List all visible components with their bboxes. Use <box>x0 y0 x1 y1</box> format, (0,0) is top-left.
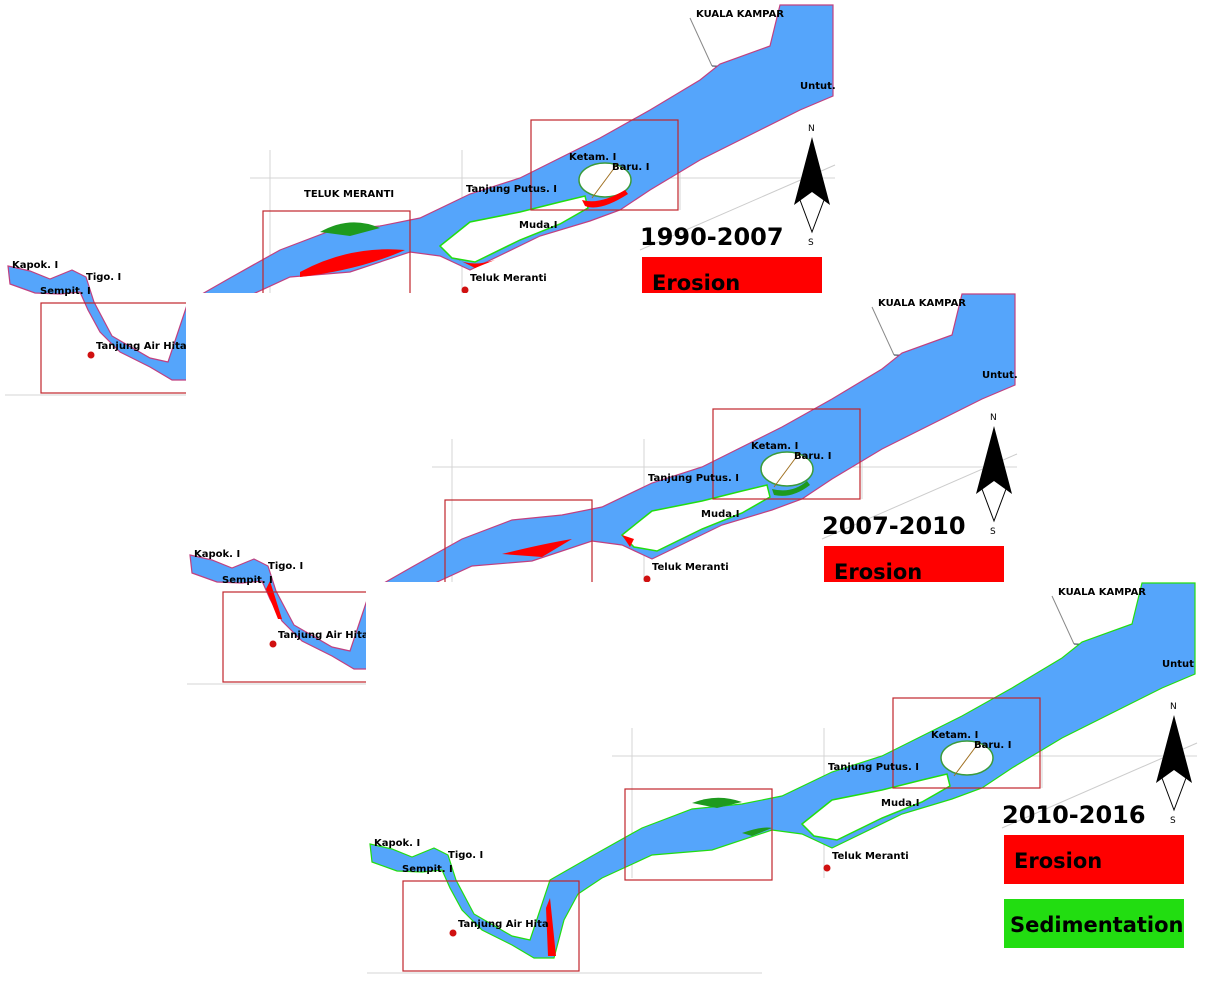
place-label-teluk-meranti-town: Teluk Meranti <box>652 562 729 573</box>
legend-sedimentation-swatch <box>1004 899 1184 948</box>
boundary-line <box>689 17 713 67</box>
island-channel-line <box>773 451 801 488</box>
place-label-tigo: Tigo. I <box>86 272 121 283</box>
boundary-line <box>871 306 895 356</box>
river-channel <box>7 4 834 381</box>
place-label-teluk-meranti-region: TELUK MERANTI <box>304 189 394 200</box>
place-label-teluk-meranti-town: Teluk Meranti <box>832 851 909 862</box>
place-label-kuala-kampar: KUALA KAMPAR <box>696 9 784 20</box>
place-label-muda: Muda.I <box>701 509 740 520</box>
sedimentation-patch <box>772 481 810 496</box>
place-label-kapok: Kapok. I <box>12 260 58 271</box>
island-channel-line <box>591 162 619 199</box>
legend-erosion-swatch <box>1004 835 1184 884</box>
study-area-frame <box>892 697 1041 789</box>
place-label-ketam: Ketam. I <box>569 152 616 163</box>
place-label-baru: Baru. I <box>612 162 649 173</box>
sedimentation-patch <box>692 797 742 808</box>
study-area-frame <box>530 119 679 211</box>
place-label-ketam: Ketam. I <box>751 441 798 452</box>
legend-erosion-label: Erosion <box>834 560 922 584</box>
south-label: S <box>1170 816 1176 826</box>
erosion-patch <box>502 539 572 557</box>
place-label-untut: Untut <box>1162 659 1194 670</box>
place-label-tanjung-putus: Tanjung Putus. I <box>466 184 557 195</box>
period-label: 2007-2010 <box>822 512 966 540</box>
north-arrow-head <box>976 426 1012 494</box>
place-label-kuala-kampar: KUALA KAMPAR <box>878 298 966 309</box>
north-arrow-tail <box>981 488 1007 523</box>
boundary-line <box>1051 595 1075 645</box>
place-label-teluk-meranti-town: Teluk Meranti <box>470 273 547 284</box>
place-label-tanjung-putus: Tanjung Putus. I <box>828 762 919 773</box>
legend-erosion-label: Erosion <box>1014 849 1102 873</box>
north-arrow-tail <box>799 199 825 234</box>
north-label: N <box>1170 702 1177 712</box>
place-label-tanjung-air-hitam: Tanjung Air Hita <box>278 630 369 641</box>
place-label-tigo: Tigo. I <box>448 850 483 861</box>
muda-island <box>620 484 771 552</box>
period-label: 2010-2016 <box>1002 801 1146 829</box>
legend-erosion-label: Erosion <box>652 271 740 295</box>
north-arrow-icon <box>976 426 1012 523</box>
river-channel <box>369 582 1196 959</box>
place-label-muda: Muda.I <box>881 798 920 809</box>
north-arrow-tail <box>1161 777 1187 812</box>
study-area-frame <box>712 408 861 500</box>
place-label-ketam: Ketam. I <box>931 730 978 741</box>
place-label-kapok: Kapok. I <box>374 838 420 849</box>
sedimentation-patch <box>320 222 380 236</box>
town-marker <box>461 286 469 294</box>
erosion-patch <box>582 190 628 208</box>
town-marker <box>449 929 457 937</box>
legend-sedimentation-label: Sedimentation <box>1010 913 1184 937</box>
river-channel <box>189 293 1016 670</box>
north-label: N <box>990 413 997 423</box>
sedimentation-patch <box>742 827 772 836</box>
place-label-baru: Baru. I <box>974 740 1011 751</box>
island-channel-line <box>953 740 981 777</box>
north-label: N <box>808 124 815 134</box>
town-marker <box>823 864 831 872</box>
place-label-kapok: Kapok. I <box>194 549 240 560</box>
erosion-patch <box>455 258 495 268</box>
place-label-untut: Untut. <box>800 81 836 92</box>
place-label-tanjung-air-hitam: Tanjung Air Hita <box>458 919 549 930</box>
town-marker <box>87 351 95 359</box>
north-arrow-head <box>1156 715 1192 783</box>
study-area-frame <box>402 880 580 972</box>
erosion-patch <box>546 898 556 956</box>
south-label: S <box>808 238 814 248</box>
place-label-tigo: Tigo. I <box>268 561 303 572</box>
north-arrow-icon <box>1156 715 1192 812</box>
place-label-muda: Muda.I <box>519 220 558 231</box>
erosion-patch <box>622 535 634 547</box>
town-marker <box>269 640 277 648</box>
erosion-patch <box>300 249 405 277</box>
place-label-untut: Untut. <box>982 370 1018 381</box>
north-arrow-head <box>794 137 830 205</box>
muda-island <box>800 773 951 841</box>
place-label-sempit: Sempit. I <box>40 286 91 297</box>
town-marker <box>643 575 651 583</box>
place-label-sempit: Sempit. I <box>402 864 453 875</box>
period-label: 1990-2007 <box>640 223 784 251</box>
place-label-tanjung-air-hitam: Tanjung Air Hita <box>96 341 187 352</box>
south-label: S <box>990 527 996 537</box>
place-label-tanjung-putus: Tanjung Putus. I <box>648 473 739 484</box>
muda-island <box>438 195 589 263</box>
place-label-baru: Baru. I <box>794 451 831 462</box>
place-label-kuala-kampar: KUALA KAMPAR <box>1058 587 1146 598</box>
north-arrow-icon <box>794 137 830 234</box>
place-label-sempit: Sempit. I <box>222 575 273 586</box>
erosion-patch <box>266 581 282 619</box>
study-area-frame <box>624 788 773 881</box>
